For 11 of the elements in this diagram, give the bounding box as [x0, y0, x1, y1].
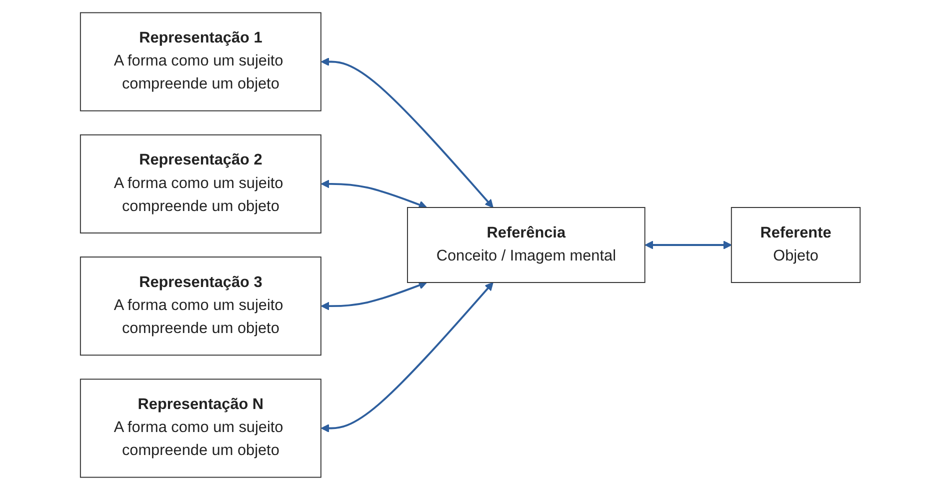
arrow: [321, 280, 428, 310]
node-box: Representação 1 A forma como um sujeito compreende um objeto: [80, 12, 322, 111]
arrow: [321, 57, 494, 208]
node-box: Representação 2 A forma como um sujeito compreende um objeto: [80, 134, 322, 233]
node-box: Representação 3 A forma como um sujeito compreende um objeto: [80, 256, 322, 356]
arrow: [645, 240, 732, 249]
node-box: Referente Objeto: [731, 206, 861, 282]
arrow: [321, 179, 428, 208]
arrow: [321, 282, 494, 432]
node-box: Referência Conceito / Imagem mental: [407, 206, 646, 282]
node-box: Representação N A forma como um sujeito compreende um objeto: [80, 378, 322, 478]
